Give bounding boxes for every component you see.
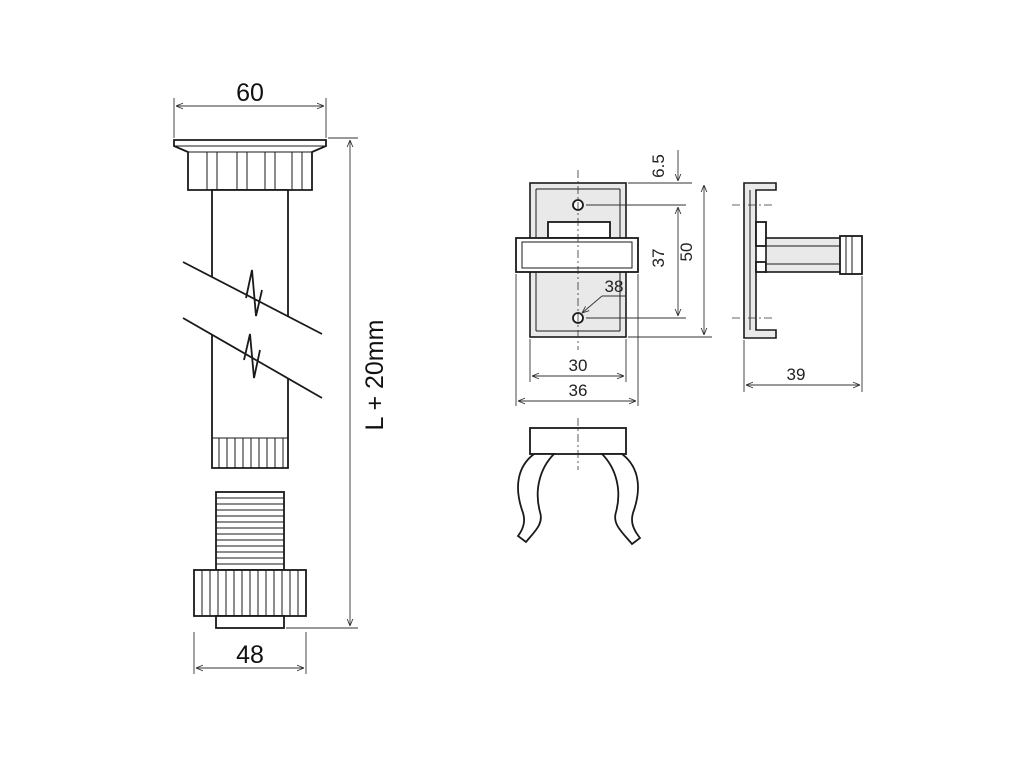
leg-threads bbox=[216, 497, 284, 565]
dim-clip-height: 50 bbox=[628, 185, 712, 338]
dim-clip-hole-dia-label: 38 bbox=[605, 277, 624, 296]
clip-side-plate bbox=[743, 182, 777, 339]
leg-assembly: 60 48 L + 20mm bbox=[173, 79, 389, 674]
dim-leg-bottom-width: 48 bbox=[193, 632, 307, 674]
clip-center-block bbox=[547, 221, 611, 239]
dim-clip-hole-spacing: 37 bbox=[586, 204, 686, 319]
clip-side-view: 39 bbox=[732, 182, 863, 392]
dim-leg-bottom-width-label: 48 bbox=[236, 641, 264, 669]
dim-clip-top-offset: 6.5 bbox=[628, 150, 692, 184]
dim-clip-height-label: 50 bbox=[677, 243, 696, 262]
dim-leg-length-label: L + 20mm bbox=[361, 320, 389, 431]
dim-clip-outer-width-label: 36 bbox=[569, 381, 588, 400]
clip-cross-band bbox=[515, 237, 639, 273]
dim-clip-depth: 39 bbox=[743, 276, 863, 392]
dim-clip-depth-label: 39 bbox=[787, 365, 806, 384]
dim-clip-top-offset-label: 6.5 bbox=[649, 154, 668, 178]
leg-knurl-lines bbox=[201, 570, 299, 616]
clip-open-jaws bbox=[516, 453, 557, 544]
dim-clip-inner-width-label: 30 bbox=[569, 356, 588, 375]
dim-clip-hole-dia: 38 bbox=[582, 277, 626, 313]
leg-break bbox=[182, 261, 323, 399]
dim-clip-outer-width: 36 bbox=[515, 274, 639, 406]
dim-clip-hole-spacing-label: 37 bbox=[649, 249, 668, 268]
clip-front-view: 38 6.5 37 50 30 3 bbox=[515, 150, 712, 406]
leg-threaded-stem bbox=[215, 491, 285, 571]
leg-tube-teeth bbox=[212, 437, 288, 468]
clip-open-view bbox=[516, 418, 642, 546]
dim-leg-top-width-label: 60 bbox=[236, 79, 264, 107]
dim-leg-top-width: 60 bbox=[173, 79, 327, 138]
leg-top-flange bbox=[173, 139, 327, 191]
dim-clip-inner-width: 30 bbox=[529, 339, 627, 382]
leg-foot-pad bbox=[215, 615, 285, 629]
dim-leg-length: L + 20mm bbox=[286, 137, 389, 629]
